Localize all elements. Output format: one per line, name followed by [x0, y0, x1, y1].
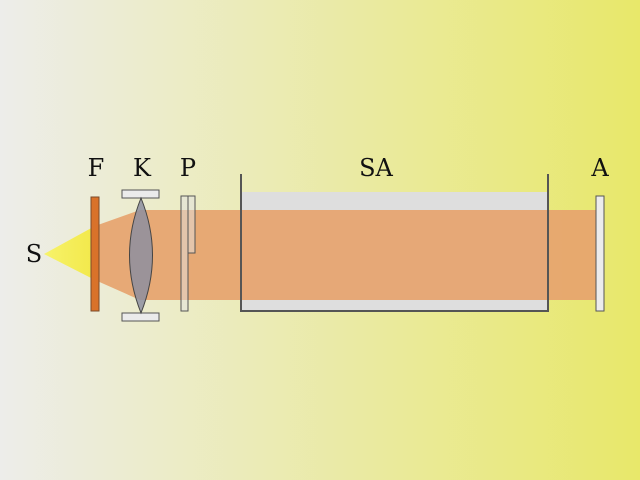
source-light-cone — [44, 226, 95, 280]
label-source: S — [26, 240, 42, 268]
lens-bottom-mount — [121, 312, 160, 322]
sample-cell — [240, 174, 549, 312]
light-beam — [95, 210, 600, 300]
label-sample: SA — [359, 154, 393, 182]
polarizer-element — [180, 195, 189, 312]
label-lens: K — [133, 154, 152, 182]
label-analyzer: A — [590, 154, 609, 182]
lens-top-mount — [121, 189, 160, 199]
lens-element — [129, 196, 153, 315]
label-polarizer: P — [180, 154, 196, 182]
filter-element — [90, 196, 100, 312]
label-filter: F — [88, 154, 105, 182]
analyzer-element — [595, 195, 605, 312]
polarizer-half-plate — [187, 195, 196, 254]
